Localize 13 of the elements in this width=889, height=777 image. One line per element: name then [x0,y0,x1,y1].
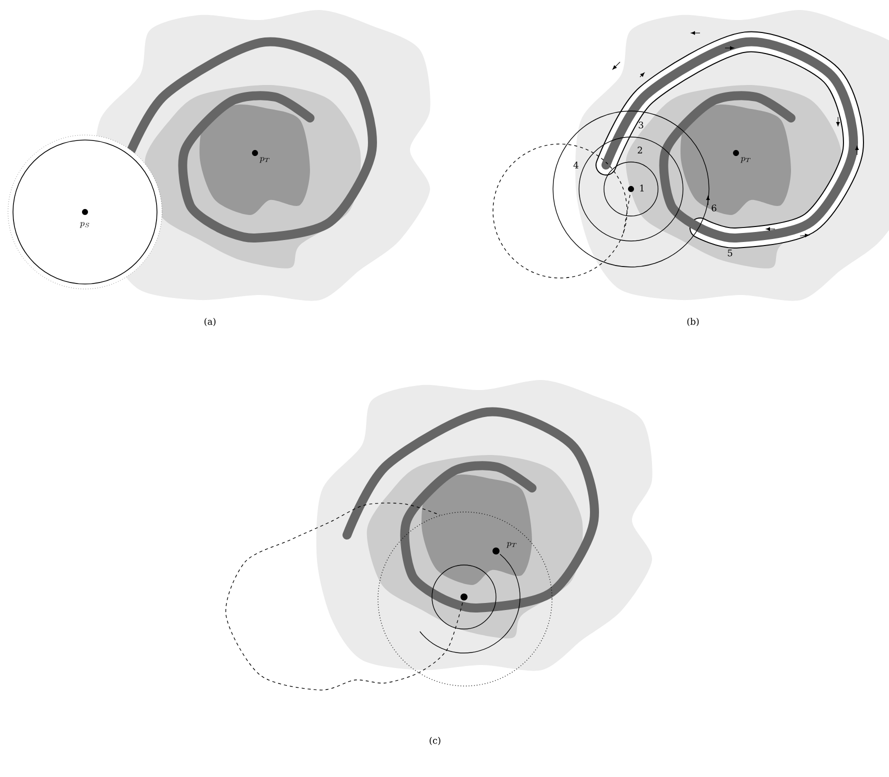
panel-caption: (c) [430,736,440,746]
region-number: 5 [728,250,732,256]
region-number: 6 [712,204,716,212]
point-label: $p_T$ [506,542,516,548]
panel-caption: (a) [204,318,216,326]
region-number: 1 [640,184,644,192]
region-number: 2 [638,146,642,154]
region-number: 3 [638,122,644,128]
region-number: 4 [573,162,578,168]
panel-caption: (b) [687,318,699,326]
point-label: $p_T$ [740,157,750,163]
point-label: $p_T$ [259,157,270,163]
point-label: $p_S$ [80,222,90,228]
